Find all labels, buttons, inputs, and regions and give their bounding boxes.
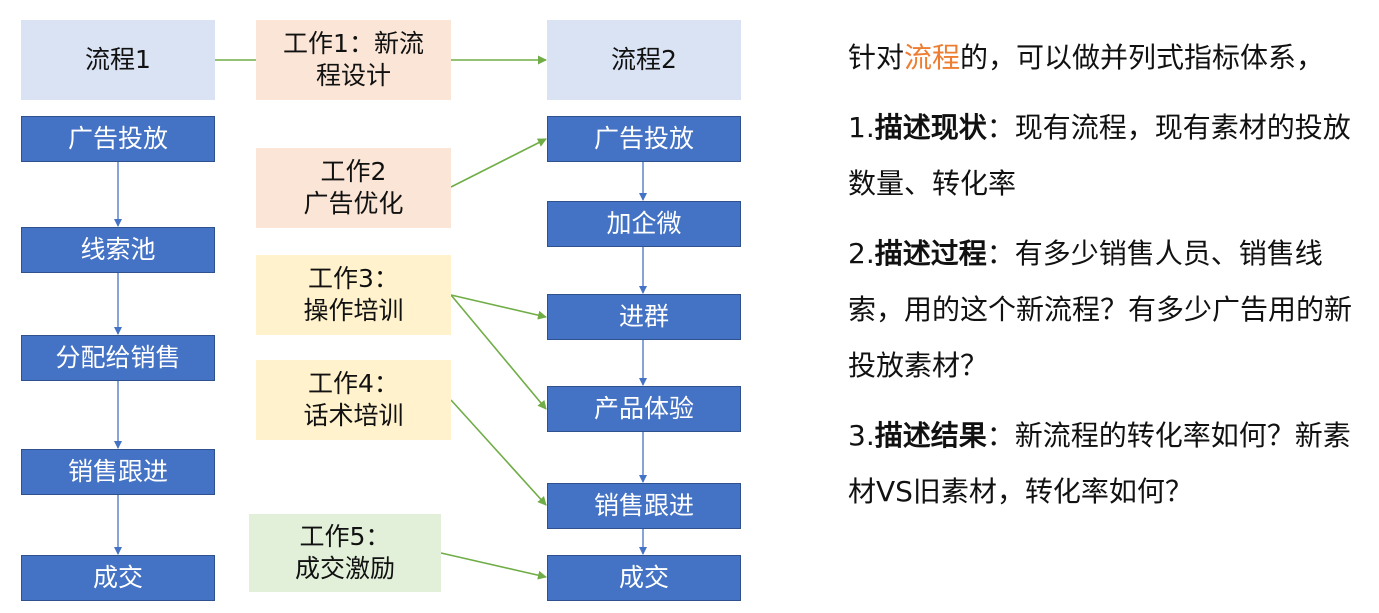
- work-item-1: 工作1：新流 程设计: [256, 20, 451, 100]
- description-item-2: 2.描述过程：有多少销售人员、销售线索，用的这个新流程？有多少广告用的新投放素材…: [848, 237, 1353, 382]
- arrow-work4-to-followup: [450, 399, 547, 506]
- process2-step-ad-placement: 广告投放: [547, 116, 741, 162]
- process2-step-sales-followup: 销售跟进: [547, 483, 741, 529]
- work-item-4: 工作4： 话术培训: [256, 360, 451, 440]
- process2-step-product-trial: 产品体验: [547, 386, 741, 432]
- arrow-work5-to-deal: [440, 552, 547, 580]
- process2-header: 流程2: [547, 20, 741, 100]
- process1-step-ad-placement: 广告投放: [21, 116, 215, 162]
- work-item-3: 工作3： 操作培训: [256, 255, 451, 335]
- arrow-work3-to-group: [450, 294, 547, 320]
- description-intro: 针对流程的，可以做并列式指标体系，: [848, 41, 1325, 74]
- process1-step-sales-followup: 销售跟进: [21, 449, 215, 495]
- work-item-5: 工作5： 成交激励: [249, 514, 441, 592]
- process1-step-deal: 成交: [21, 555, 215, 601]
- connector-layer: [114, 55, 647, 580]
- process1-header: 流程1: [21, 20, 215, 100]
- description-item-1: 1.描述现状：现有流程，现有素材的投放数量、转化率: [848, 111, 1351, 200]
- description-item-3: 3.描述结果：新流程的转化率如何？新素材VS旧素材，转化率如何？: [848, 419, 1351, 508]
- process2-step-add-wecom: 加企微: [547, 201, 741, 247]
- process2-step-deal: 成交: [547, 555, 741, 601]
- process1-step-assign-sales: 分配给销售: [21, 335, 215, 381]
- description-panel: 针对流程的，可以做并列式指标体系， 1.描述现状：现有流程，现有素材的投放数量、…: [848, 30, 1368, 520]
- arrow-work3-to-trial: [450, 294, 547, 410]
- highlight-keyword: 流程: [904, 41, 961, 74]
- process1-step-lead-pool: 线索池: [21, 227, 215, 273]
- process2-step-join-group: 进群: [547, 294, 741, 340]
- arrow-work2-to-ad: [450, 138, 547, 188]
- work-item-2: 工作2 广告优化: [256, 148, 451, 228]
